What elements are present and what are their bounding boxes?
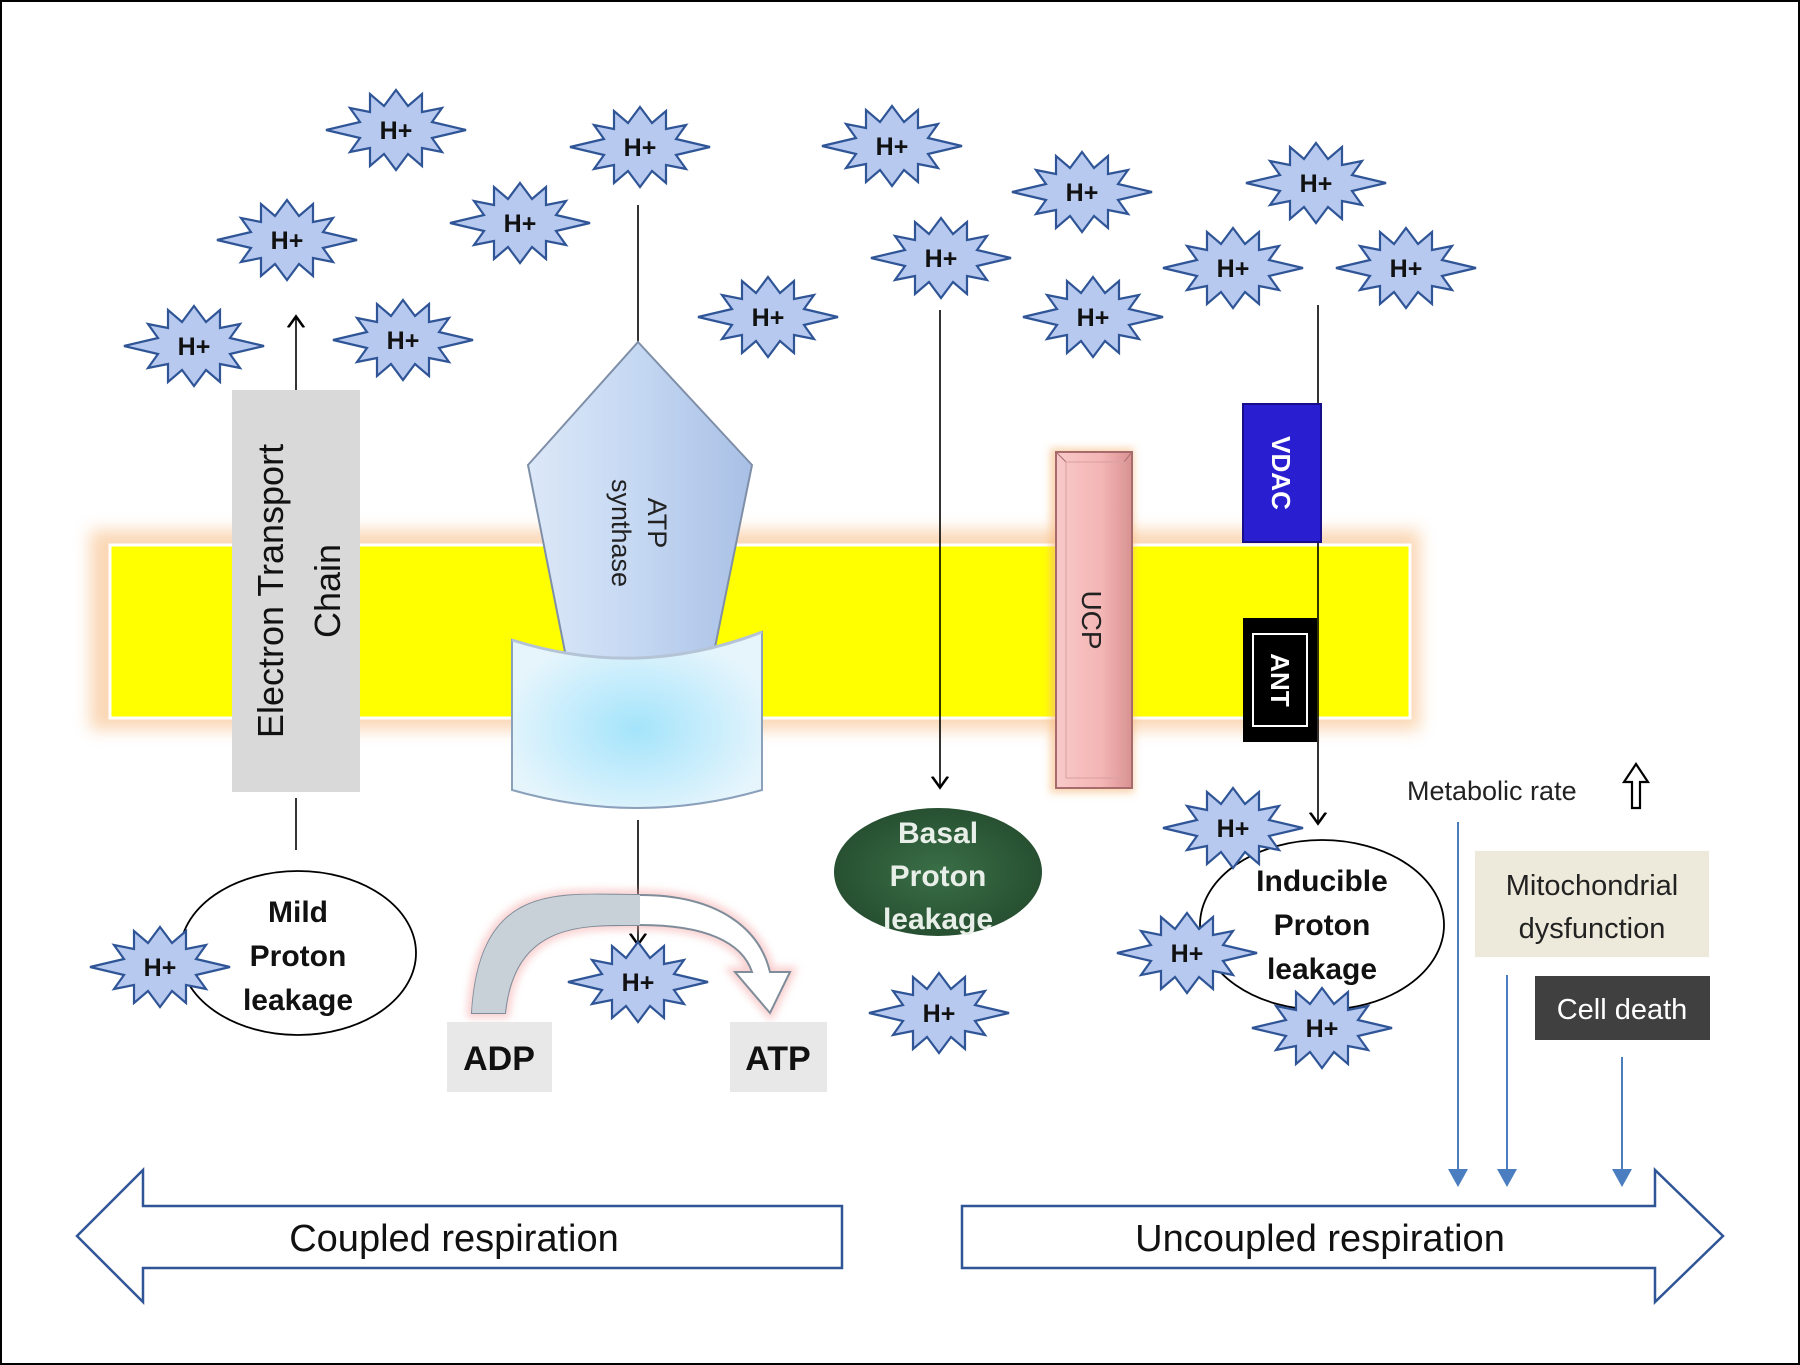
etc-label-line2: Chain bbox=[307, 544, 348, 638]
proton-label: H+ bbox=[178, 333, 211, 361]
basal-leak-line3: leakage bbox=[883, 903, 993, 936]
proton-label: H+ bbox=[1077, 304, 1110, 332]
ucp-protein bbox=[1050, 448, 1134, 793]
etc-label-line1: Electron Transport bbox=[250, 444, 291, 738]
proton-label: H+ bbox=[876, 133, 909, 161]
basal-leak-line1: Basal bbox=[898, 817, 978, 850]
mito-dysfunction-line2: dysfunction bbox=[1519, 913, 1666, 945]
proton-label: H+ bbox=[144, 954, 177, 982]
proton-label: H+ bbox=[387, 327, 420, 355]
inducible-leak-line3: leakage bbox=[1267, 953, 1377, 986]
basal-leak-line2: Proton bbox=[890, 860, 987, 893]
cell-death-box bbox=[1535, 976, 1710, 1040]
proton-label: H+ bbox=[622, 969, 655, 997]
atp-synthase-ring bbox=[511, 630, 763, 809]
ant-label: ANT bbox=[1265, 653, 1295, 707]
proton-label: H+ bbox=[752, 304, 785, 332]
proton-label: H+ bbox=[1217, 255, 1250, 283]
mild-leak-line3: leakage bbox=[243, 984, 353, 1017]
adp-box bbox=[447, 1022, 552, 1092]
proton-label: H+ bbox=[624, 134, 657, 162]
electron-transport-chain-box bbox=[232, 390, 360, 792]
inducible-leak-line1: Inducible bbox=[1256, 865, 1388, 898]
proton-label: H+ bbox=[923, 1000, 956, 1028]
proton-label: H+ bbox=[1217, 815, 1250, 843]
mild-leak-line1: Mild bbox=[268, 896, 328, 929]
ant-box bbox=[1243, 618, 1317, 742]
atp-box bbox=[730, 1022, 827, 1092]
metabolic-rate-label: Metabolic rate bbox=[1407, 776, 1577, 806]
proton-label: H+ bbox=[1066, 179, 1099, 207]
proton-label: H+ bbox=[1306, 1015, 1339, 1043]
uncoupled-respiration-arrow bbox=[960, 1167, 1725, 1305]
proton-label: H+ bbox=[504, 210, 537, 238]
proton-label: H+ bbox=[1390, 255, 1423, 283]
right-side-arrows bbox=[1448, 822, 1632, 1187]
proton-label: H+ bbox=[271, 227, 304, 255]
vdac-box bbox=[1242, 403, 1322, 543]
coupled-respiration-label: Coupled respiration bbox=[289, 1218, 619, 1260]
uncoupled-respiration-label: Uncoupled respiration bbox=[1135, 1218, 1505, 1260]
proton-label: H+ bbox=[380, 117, 413, 145]
proton-label: H+ bbox=[1300, 170, 1333, 198]
up-arrow-icon bbox=[1621, 762, 1651, 810]
proton-label: H+ bbox=[925, 245, 958, 273]
atp-label: ATP bbox=[745, 1040, 810, 1078]
atp-synthase-label-line2: synthase bbox=[606, 479, 636, 587]
mitochondrial-dysfunction-box bbox=[1475, 851, 1709, 957]
cell-death-label: Cell death bbox=[1557, 994, 1688, 1026]
proton-label: H+ bbox=[1171, 940, 1204, 968]
mito-dysfunction-line1: Mitochondrial bbox=[1506, 870, 1678, 902]
mild-leak-line2: Proton bbox=[250, 940, 347, 973]
basal-proton-leakage-ellipse bbox=[834, 808, 1042, 936]
proton-group: H+ H+ H+ H+ H+ H+ H+ H+ H+ H+ H+ H+ H+ H… bbox=[88, 88, 1478, 1070]
adp-label: ADP bbox=[463, 1040, 535, 1078]
adp-to-atp-arrow bbox=[466, 889, 799, 1023]
inducible-leak-line2: Proton bbox=[1274, 909, 1371, 942]
coupled-respiration-arrow bbox=[75, 1166, 844, 1306]
atp-synthase-label-line1: ATP bbox=[642, 498, 672, 549]
ucp-label: UCP bbox=[1076, 590, 1107, 649]
vdac-label: VDAC bbox=[1266, 436, 1296, 510]
